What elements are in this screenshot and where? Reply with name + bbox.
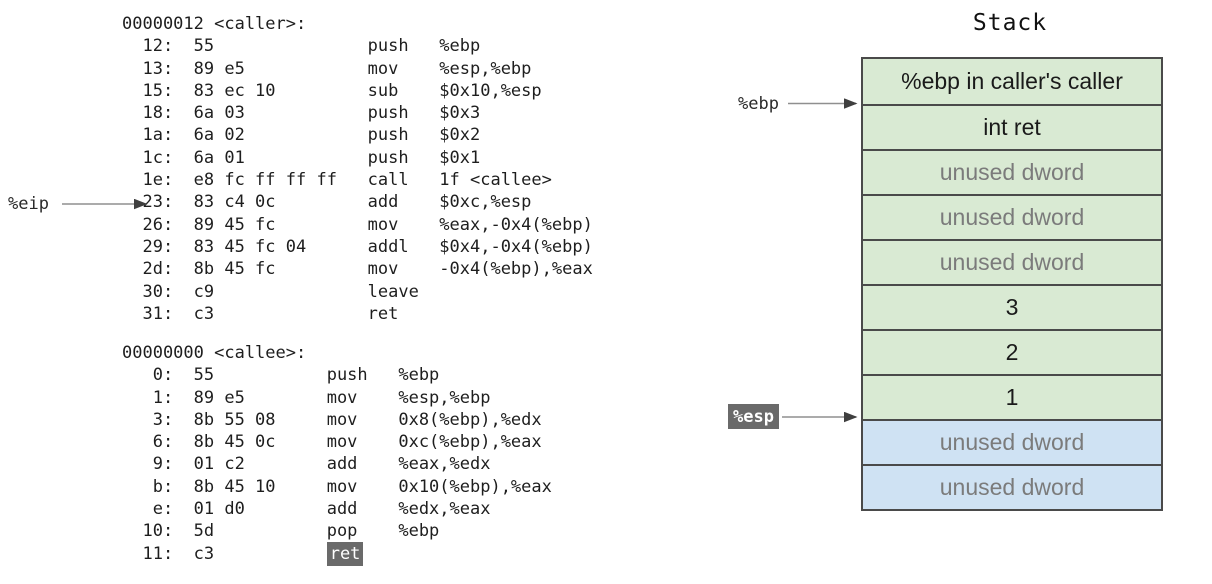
code-line: 3: 8b 55 08 mov 0x8(%ebp),%edx	[122, 409, 542, 430]
code-line: 0: 55 push %ebp	[122, 365, 440, 386]
code-line: 18: 6a 03 push $0x3	[122, 103, 481, 124]
code-heading: 00000012 <caller>:	[122, 14, 307, 34]
code-line: 31: c3 ret	[122, 303, 399, 324]
code-line: 10: 5d pop %ebp	[122, 521, 440, 542]
code-line: 9: 01 c2 add %eax,%edx	[122, 454, 491, 475]
stack-cell: 3	[863, 284, 1161, 329]
code-line: 23: 83 c4 0c add $0xc,%esp	[122, 192, 532, 213]
stack-cell: unused dword	[863, 194, 1161, 239]
callee-disassembly: 00000000 <callee>: 0: 55 push %ebp 1: 89…	[122, 342, 552, 566]
stack-title: Stack	[972, 10, 1048, 36]
code-line: 30: c9 leave	[122, 281, 419, 302]
stack-cell: %ebp in caller's caller	[863, 59, 1161, 104]
stack-cell: unused dword	[863, 419, 1161, 464]
stack-cell: unused dword	[863, 149, 1161, 194]
code-line: 11: c3 ret	[122, 541, 552, 566]
stack-cell: 2	[863, 329, 1161, 374]
code-heading: 00000000 <callee>:	[122, 343, 307, 363]
code-line: 15: 83 ec 10 sub $0x10,%esp	[122, 80, 542, 101]
code-line: 26: 89 45 fc mov %eax,-0x4(%ebp)	[122, 214, 593, 235]
code-line: 13: 89 e5 mov %esp,%ebp	[122, 58, 532, 79]
code-line: 1a: 6a 02 push $0x2	[122, 125, 481, 146]
code-line: e: 01 d0 add %edx,%eax	[122, 499, 491, 520]
code-line: 1e: e8 fc ff ff ff call 1f <callee>	[122, 170, 552, 191]
code-line: 1: 89 e5 mov %esp,%ebp	[122, 387, 491, 408]
code-line: 12: 55 push %ebp	[122, 36, 481, 57]
stack-cell: int ret	[863, 104, 1161, 149]
eip-register-label: %eip	[8, 194, 49, 214]
stack-cell: unused dword	[863, 239, 1161, 284]
code-line: 1c: 6a 01 push $0x1	[122, 147, 481, 168]
code-line: 6: 8b 45 0c mov 0xc(%ebp),%eax	[122, 432, 542, 453]
stack-cell: 1	[863, 374, 1161, 419]
code-line: b: 8b 45 10 mov 0x10(%ebp),%eax	[122, 476, 552, 497]
highlighted-mnemonic: ret	[326, 541, 364, 566]
code-line: 2d: 8b 45 fc mov -0x4(%ebp),%eax	[122, 259, 593, 280]
caller-disassembly: 00000012 <caller>: 12: 55 push %ebp 13: …	[122, 13, 593, 325]
esp-register-badge: %esp	[728, 404, 779, 429]
stack-cell: unused dword	[863, 464, 1161, 509]
code-line: 29: 83 45 fc 04 addl $0x4,-0x4(%ebp)	[122, 236, 593, 257]
ebp-register-label: %ebp	[738, 94, 779, 114]
